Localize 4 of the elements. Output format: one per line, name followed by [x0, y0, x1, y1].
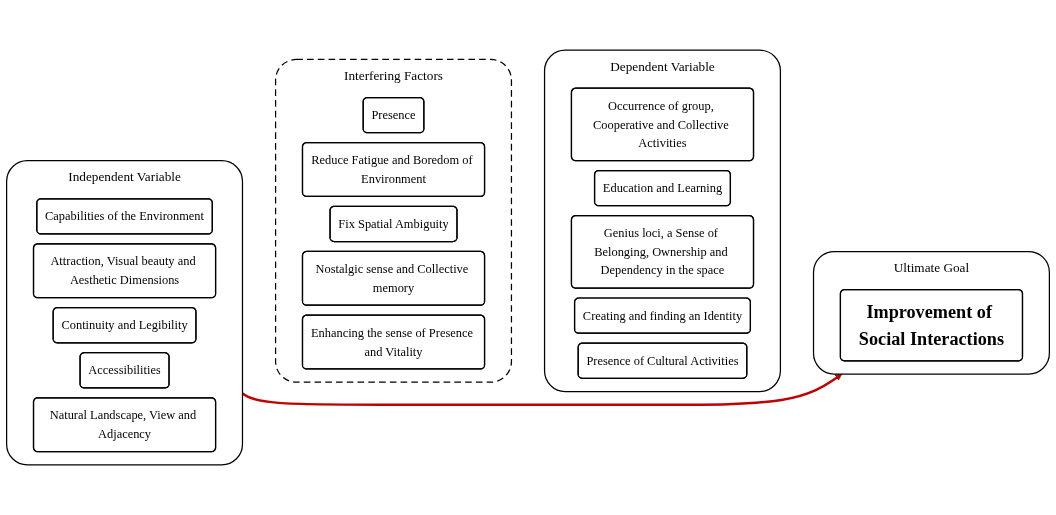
cluster — [6, 160, 244, 466]
cluster — [812, 250, 1050, 375]
cluster — [274, 58, 513, 383]
cluster — [543, 49, 782, 393]
